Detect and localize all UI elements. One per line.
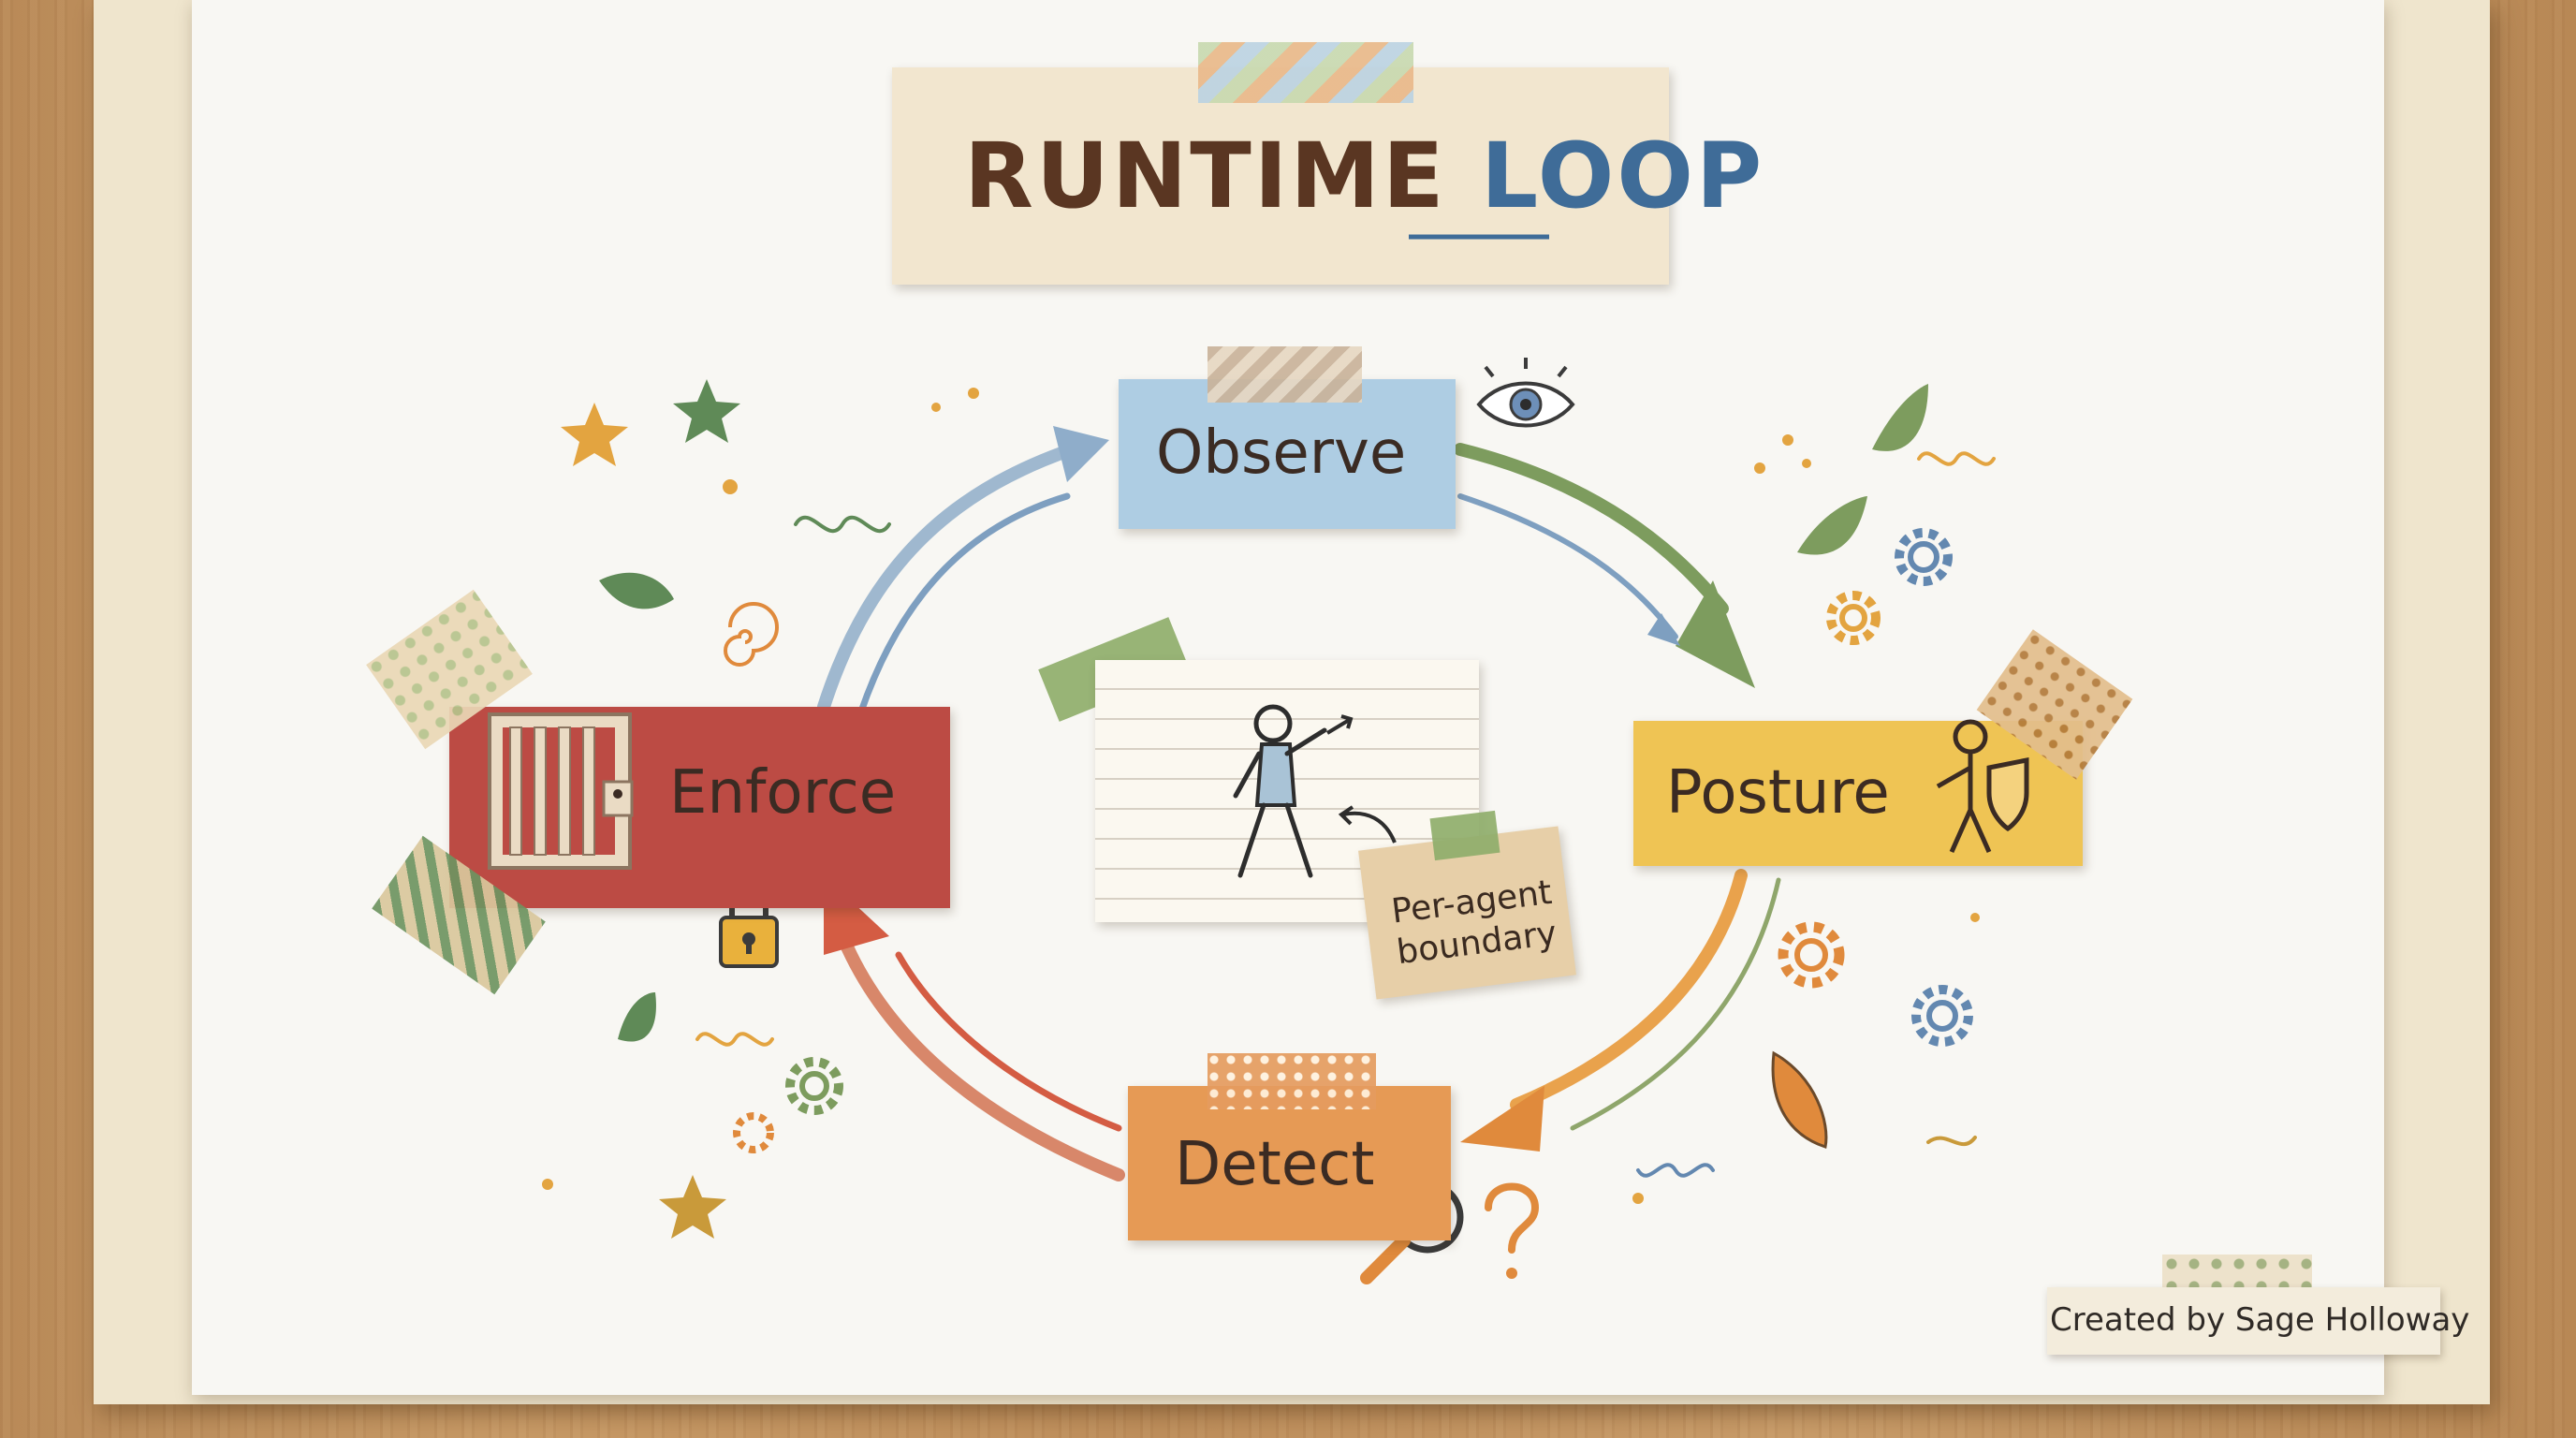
arrow-enforce-to-observe	[817, 426, 1109, 715]
star-icon	[673, 379, 740, 443]
arrow-observe-to-posture	[1454, 443, 1755, 688]
star-icon	[561, 403, 628, 466]
arrow-posture-to-detect	[1460, 869, 1781, 1152]
stick-figure-icon	[1233, 704, 1397, 878]
gear-icon	[733, 1112, 774, 1153]
gear-icon	[1778, 921, 1845, 989]
arrow-detect-to-enforce	[824, 875, 1125, 1181]
shield-person-icon	[1936, 719, 2029, 854]
spiral-decoration	[724, 602, 779, 667]
detect-label: Detect	[1175, 1130, 1375, 1199]
squiggle-decoration	[695, 451, 1996, 1178]
gear-icon	[1826, 591, 1881, 645]
washi-tape	[1208, 346, 1362, 403]
star-icon	[659, 1175, 726, 1239]
detect-node	[1128, 1086, 1451, 1240]
observe-node	[1119, 379, 1456, 529]
enforce-label: Enforce	[669, 758, 897, 828]
title-underline	[1409, 234, 1549, 240]
observe-label: Observe	[1156, 418, 1407, 488]
washi-tape	[1208, 1053, 1376, 1109]
leaf-icon	[599, 384, 1928, 1149]
jail-bars-icon	[488, 712, 634, 870]
title-paper	[892, 67, 1669, 285]
gear-icon	[785, 1057, 843, 1115]
credit-text: Created by Sage Holloway	[2050, 1301, 2470, 1339]
question-mark-icon	[1485, 1182, 1540, 1279]
washi-tape	[1198, 42, 1413, 103]
credit-paper	[2047, 1287, 2440, 1355]
page-title: RUNTIME LOOP	[964, 124, 1765, 228]
washi-tape	[1429, 810, 1500, 861]
gear-icon	[1911, 985, 1973, 1047]
eye-icon	[1476, 358, 1575, 428]
posture-label: Posture	[1666, 758, 1890, 828]
gear-icon	[1895, 528, 1953, 586]
confetti-decoration	[542, 388, 1980, 1204]
